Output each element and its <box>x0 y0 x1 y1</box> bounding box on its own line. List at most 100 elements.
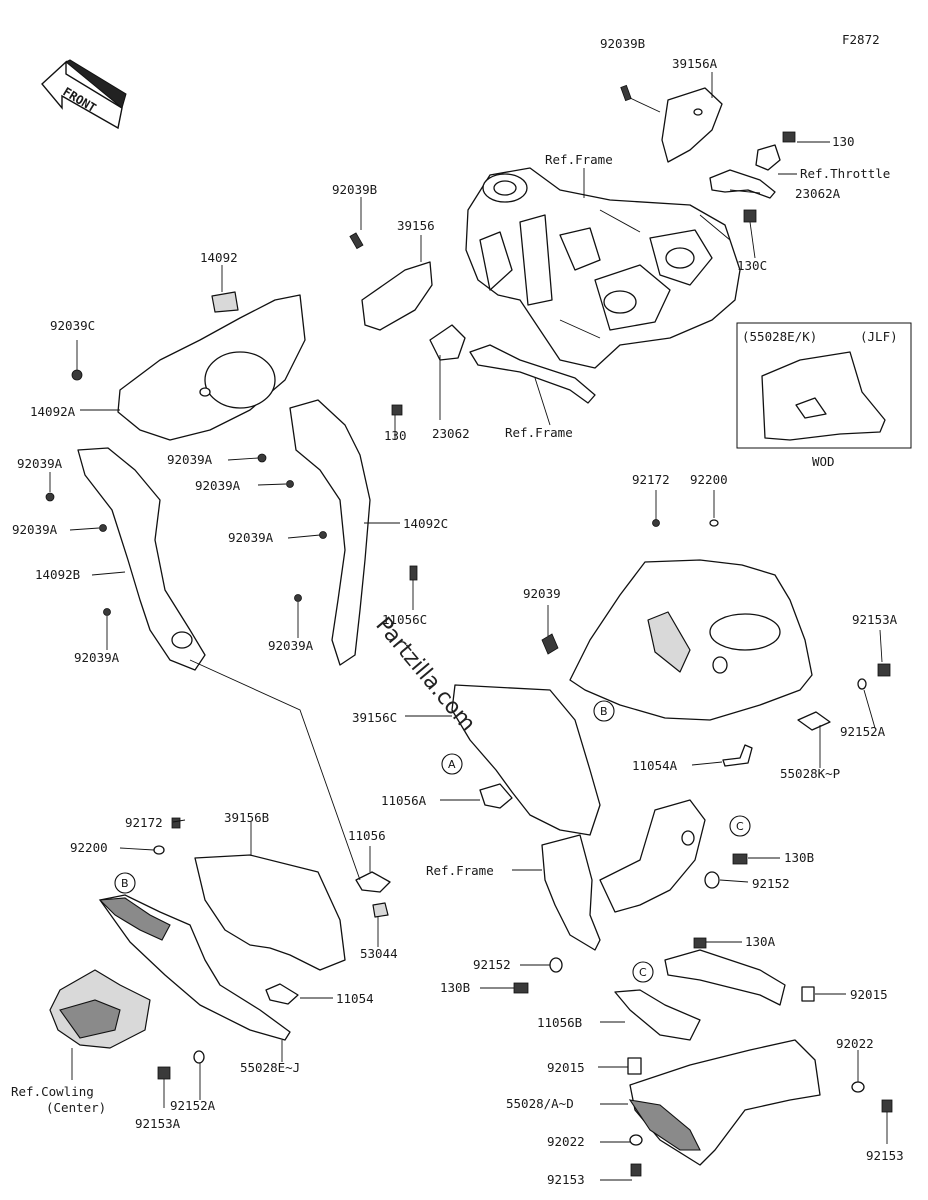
label-92022-left: 92022 <box>547 1134 585 1149</box>
label-11056B: 11056B <box>537 1015 582 1030</box>
label-92172-left: 92172 <box>125 815 163 830</box>
label-14092B: 14092B <box>35 567 80 582</box>
label-11056: 11056 <box>348 828 386 843</box>
front-arrow-icon: FRONT <box>41 59 127 130</box>
clip-11056A <box>479 783 513 809</box>
bolt-92153A-l <box>157 1066 171 1080</box>
washer-92200-l <box>153 845 165 855</box>
label-11054A: 11054A <box>632 758 678 773</box>
label-92152-right: 92152 <box>752 876 790 891</box>
label-14092A: 14092A <box>30 404 76 419</box>
label-39156B: 39156B <box>224 810 269 825</box>
inset-caption: WOD <box>812 454 835 469</box>
frame-stay-part <box>469 344 596 404</box>
bracket-39156 <box>361 261 433 331</box>
label-92039A-2: 92039A <box>17 456 63 471</box>
inset-box: (55028E/K) (JLF) <box>736 322 912 449</box>
washer-92152A-r <box>857 678 867 690</box>
grommet-53044 <box>372 902 389 918</box>
label-ref-frame-top: Ref.Frame <box>545 152 613 167</box>
label-55028-A-D: 55028/A~D <box>506 1096 574 1111</box>
bolt-92153-r <box>881 1099 893 1113</box>
bolt-92039A-6 <box>294 594 302 602</box>
panel-39156B <box>194 854 346 971</box>
diagram-code: F2872 <box>842 32 880 47</box>
label-53044: 53044 <box>360 946 398 961</box>
label-92152A-right: 92152A <box>840 724 886 739</box>
stay-130A <box>664 949 786 1006</box>
callout-C-lower: C <box>632 961 654 983</box>
callout-A-upper: A <box>441 753 463 775</box>
bolt-130C <box>743 209 757 223</box>
label-92153-right: 92153 <box>866 1148 904 1163</box>
label-39156A: 39156A <box>672 56 718 71</box>
bolt-130B-l <box>513 982 529 994</box>
label-11054: 11054 <box>336 991 374 1006</box>
label-11056A: 11056A <box>381 793 427 808</box>
label-ref-cowling-center: (Center) <box>46 1100 106 1115</box>
label-92152A-left: 92152A <box>170 1098 216 1113</box>
label-92022-right: 92022 <box>836 1036 874 1051</box>
bolt-130B-r <box>732 853 748 865</box>
washer-92152A-l <box>193 1050 205 1064</box>
bolt-130-top <box>782 131 796 143</box>
washer-92152-l <box>549 957 563 973</box>
bracket-55028-small <box>797 711 831 731</box>
frame-lower-reference <box>541 834 601 951</box>
label-92153-left: 92153 <box>547 1172 585 1187</box>
label-130C: 130C <box>737 258 767 273</box>
bolt-92153-l <box>630 1163 642 1177</box>
label-92039A-6: 92039A <box>268 638 314 653</box>
callout-C-lower-label: C <box>639 966 647 979</box>
label-92039A-1: 92039A <box>167 452 213 467</box>
bolt-11056C <box>409 565 418 581</box>
bolt-92039A-1 <box>257 453 267 463</box>
label-39156C: 39156C <box>352 710 397 725</box>
label-92039: 92039 <box>523 586 561 601</box>
label-92015-left: 92015 <box>547 1060 585 1075</box>
inset-title-right: (JLF) <box>860 329 898 344</box>
bolt-92172-l <box>171 817 181 829</box>
label-14092: 14092 <box>200 250 238 265</box>
bolt-92039A-4 <box>99 524 107 532</box>
label-92153A-left: 92153A <box>135 1116 181 1131</box>
bolt-130-mid <box>391 404 403 416</box>
label-130B-left: 130B <box>440 980 470 995</box>
label-ref-cowling: Ref.Cowling <box>11 1084 94 1099</box>
washer-92022-l <box>629 1134 643 1146</box>
callout-B-left-label: B <box>121 877 129 890</box>
label-130A: 130A <box>745 934 776 949</box>
bracket-11056 <box>355 871 391 893</box>
label-130-top: 130 <box>832 134 855 149</box>
clip-11054A <box>722 744 753 767</box>
callout-C-upper-label: C <box>736 820 744 833</box>
bracket-23062 <box>429 324 466 361</box>
label-14092C: 14092C <box>403 516 448 531</box>
label-ref-frame-low: Ref.Frame <box>426 863 494 878</box>
label-130B-right: 130B <box>784 850 814 865</box>
label-55028K-P: 55028K~P <box>780 766 840 781</box>
inset-title-left: (55028E/K) <box>742 329 817 344</box>
frame-upper-bracket <box>599 799 706 913</box>
bolt-92039A-7 <box>103 608 111 616</box>
label-92039B-top: 92039B <box>600 36 645 51</box>
label-92039B-mid: 92039B <box>332 182 377 197</box>
bolt-130A <box>693 937 707 949</box>
bolt-92153A-r <box>877 663 891 677</box>
rivet-92039 <box>541 633 559 655</box>
label-55028E-J: 55028E~J <box>240 1060 300 1075</box>
cover-14092 <box>211 291 239 313</box>
bracket-14092C <box>289 399 371 666</box>
label-92039A-3: 92039A <box>195 478 241 493</box>
part-labels: 92039B 39156A 130 Ref.Throttle 23062A 13… <box>11 36 904 1187</box>
inset-cowl-part <box>761 351 886 441</box>
bolt-92039B-mid <box>349 232 364 250</box>
spacer-92015-r <box>801 986 815 1002</box>
throttle-bracket <box>755 144 781 171</box>
callout-B-right: B <box>593 700 615 722</box>
label-92039C: 92039C <box>50 318 95 333</box>
bracket-11056B <box>614 989 701 1041</box>
label-92200-left: 92200 <box>70 840 108 855</box>
bolt-92039B-top <box>620 84 632 102</box>
spacer-92015-l <box>627 1057 642 1075</box>
